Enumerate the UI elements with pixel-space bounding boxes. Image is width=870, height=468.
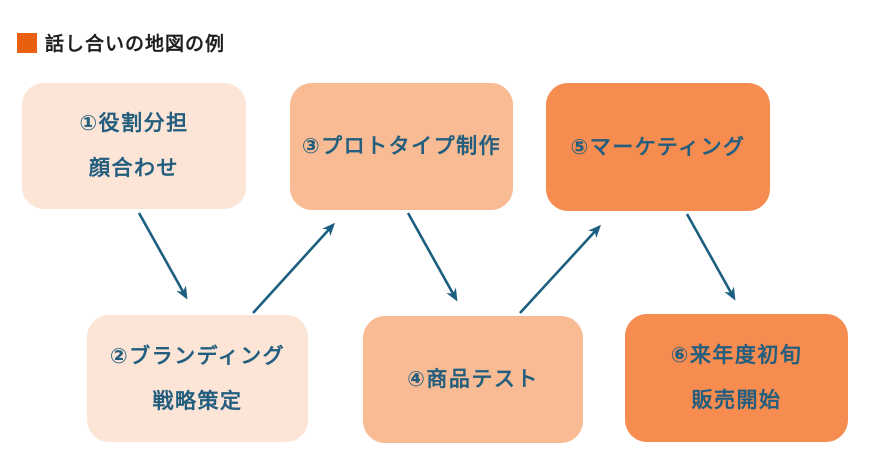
flow-node-4-product-test: ④商品テスト [363, 316, 583, 443]
node-2-line-1: ②ブランディング [109, 343, 286, 368]
flow-node-6-sales-launch: ⑥来年度初旬 販売開始 [625, 314, 848, 442]
page-title: 話し合いの地図の例 [17, 29, 225, 56]
flow-node-5-marketing: ⑤マーケティング [546, 83, 770, 211]
page-title-text: 話し合いの地図の例 [45, 33, 226, 55]
node-3-line-1: ③プロトタイプ制作 [301, 134, 502, 158]
node-4-line-1: ④商品テスト [407, 367, 539, 391]
node-1-line-1: ①役割分担 [79, 111, 189, 135]
arrow-2-to-3 [252, 222, 336, 314]
title-bullet-square-icon [17, 32, 37, 53]
flow-node-2-branding-strategy: ②ブランディング 戦略策定 [87, 315, 308, 442]
arrow-3-to-4 [406, 212, 458, 302]
node-5-line-1: ⑤マーケティング [570, 134, 746, 159]
node-6-line-2: 販売開始 [691, 388, 782, 412]
node-6-line-1: ⑥来年度初旬 [670, 343, 803, 367]
arrow-5-to-6 [685, 213, 736, 301]
node-1-line-2: 顔合わせ [89, 156, 179, 180]
flow-node-3-prototype: ③プロトタイプ制作 [290, 83, 513, 210]
arrow-4-to-5 [519, 224, 602, 314]
node-2-line-2: 戦略策定 [152, 388, 243, 413]
flow-node-1-role-assignment: ①役割分担 顔合わせ [22, 83, 246, 209]
arrow-1-to-2 [137, 212, 188, 300]
